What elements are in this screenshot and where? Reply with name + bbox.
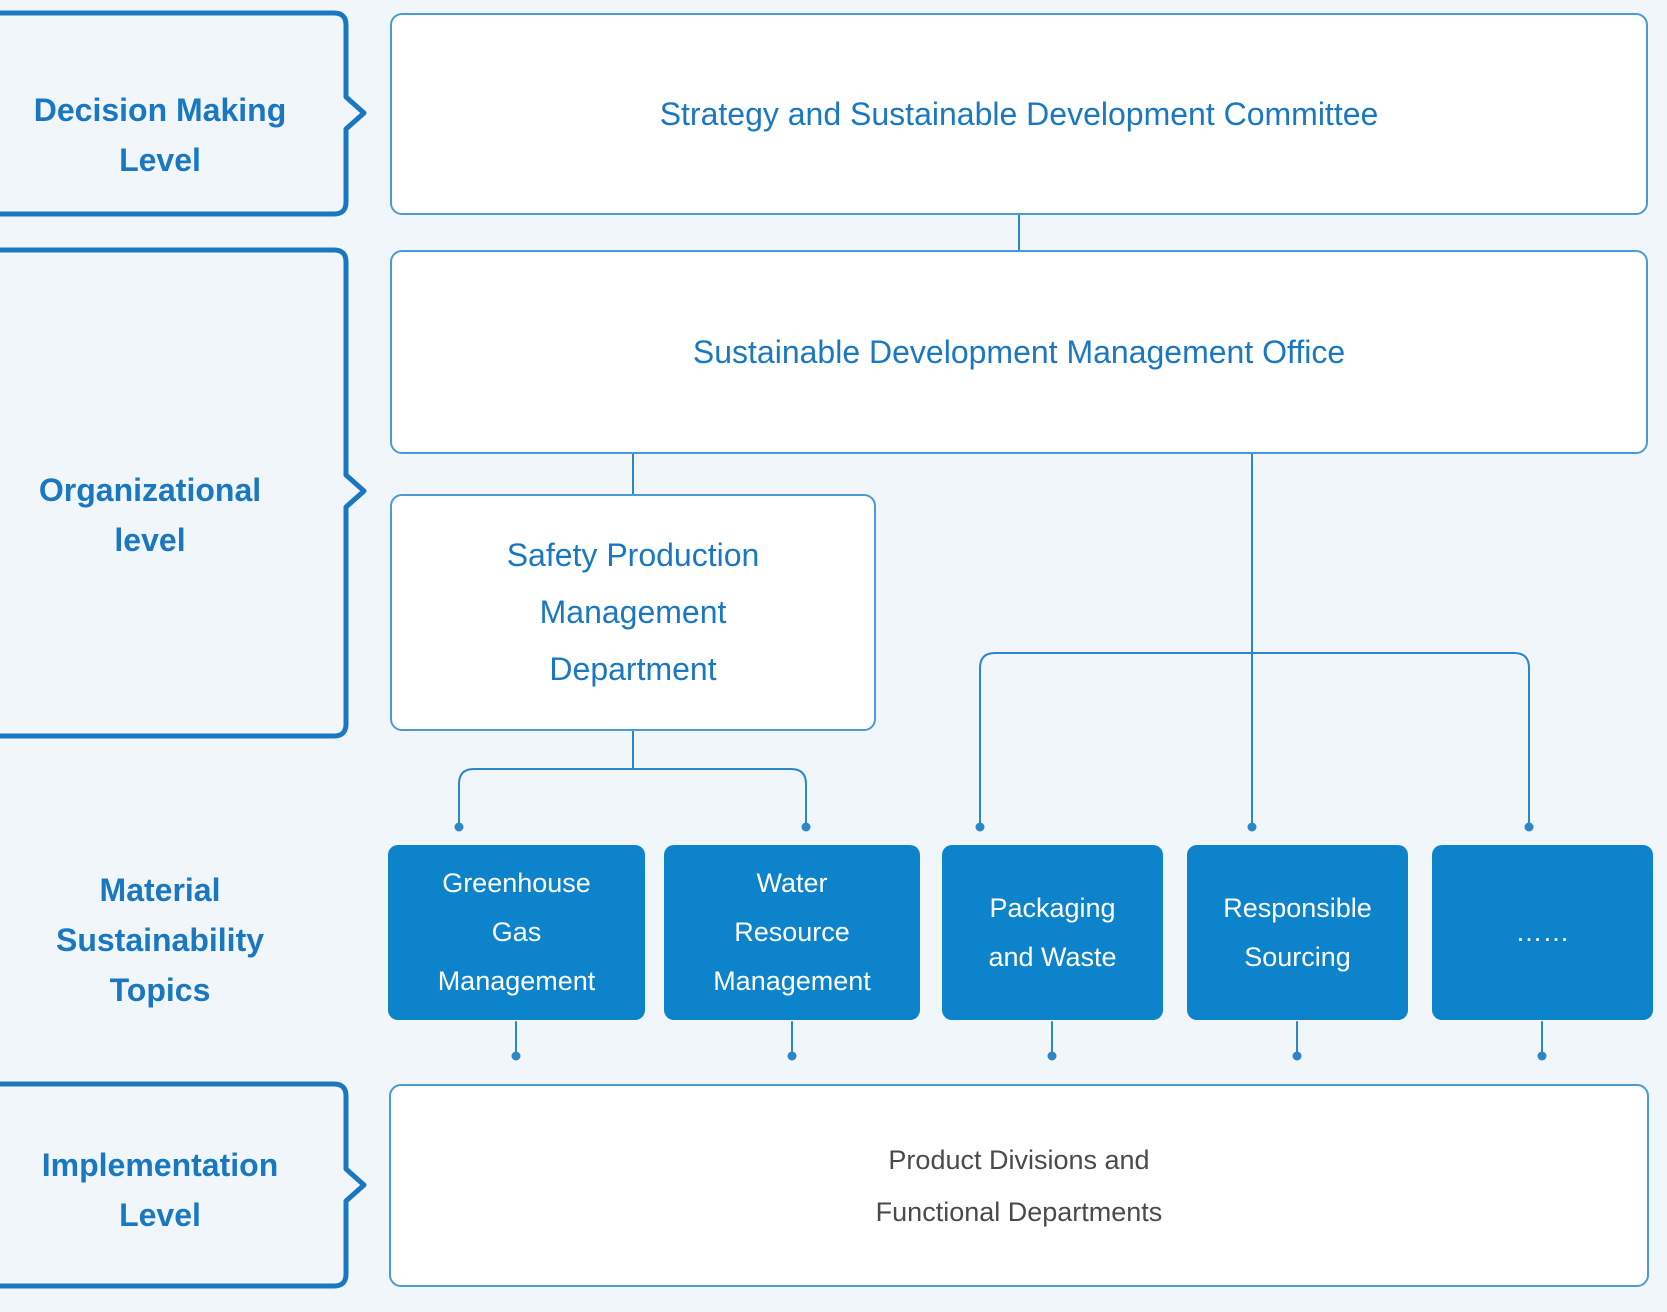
safety-label-line: Management [539, 594, 727, 630]
topic-label-line: Greenhouse [442, 868, 591, 898]
topic-more: …… [1432, 845, 1653, 1020]
brace-organizational [0, 247, 367, 739]
level-label-decision: Decision Making Level [10, 80, 310, 190]
level-label-line: Topics [109, 972, 211, 1008]
level-label-line: Level [119, 142, 201, 178]
brace-implementation [0, 1081, 367, 1289]
level-label-line: Level [119, 1197, 201, 1233]
topic-label-line: Water [756, 868, 828, 898]
safety-department-box: Safety Production Management Department [390, 494, 876, 731]
office-label: Sustainable Development Management Offic… [692, 333, 1346, 370]
committee-box: Strategy and Sustainable Development Com… [390, 13, 1648, 215]
implementation-label-line: Product Divisions and [888, 1144, 1150, 1175]
safety-label-line: Department [549, 651, 717, 687]
topic-label-line: Packaging [989, 892, 1116, 923]
implementation-box: Product Divisions and Functional Departm… [389, 1084, 1649, 1287]
topic-label-line: …… [1515, 917, 1570, 947]
connector-dot [511, 1051, 521, 1061]
office-box: Sustainable Development Management Offic… [390, 250, 1648, 454]
topic-label-line: Resource [734, 917, 850, 947]
implementation-label-line: Functional Departments [875, 1196, 1163, 1227]
connector-dot [1524, 822, 1534, 832]
connector-dot [975, 822, 985, 832]
level-label-implementation: Implementation Level [10, 1135, 310, 1245]
connector-dot [1292, 1051, 1302, 1061]
topic-label-line: Responsible [1223, 892, 1372, 923]
topic-label-line: Management [437, 966, 596, 996]
topic-greenhouse-gas: Greenhouse Gas Management [388, 845, 645, 1020]
connector-dot [1537, 1051, 1547, 1061]
topic-label-line: Management [713, 966, 871, 996]
connector-dot [787, 1051, 797, 1061]
connector-safety-branch [458, 768, 807, 827]
committee-label: Strategy and Sustainable Development Com… [659, 95, 1379, 132]
level-label-line: Sustainability [55, 922, 265, 958]
connector-dot [1047, 1051, 1057, 1061]
topic-packaging-waste: Packaging and Waste [942, 845, 1163, 1020]
level-label-organizational: Organizational level [0, 460, 300, 570]
level-label-line: level [114, 522, 186, 558]
topic-responsible-sourcing: Responsible Sourcing [1187, 845, 1408, 1020]
connector-office-right-branch [979, 652, 1530, 827]
level-label-topics: Material Sustainability Topics [10, 860, 310, 1020]
level-label-line: Decision Making [33, 92, 287, 128]
level-label-line: Implementation [41, 1147, 279, 1183]
connector-dot [454, 822, 464, 832]
level-label-line: Organizational [38, 472, 262, 508]
connector-dot [801, 822, 811, 832]
topic-water-resource: Water Resource Management [664, 845, 920, 1020]
topic-label-line: and Waste [988, 941, 1117, 972]
topic-label-line: Gas [491, 917, 542, 947]
brace-decision [0, 10, 367, 217]
topic-label-line: Sourcing [1244, 941, 1351, 972]
safety-label-line: Safety Production [506, 537, 760, 573]
level-label-line: Material [99, 872, 221, 908]
connector-dot [1247, 822, 1257, 832]
